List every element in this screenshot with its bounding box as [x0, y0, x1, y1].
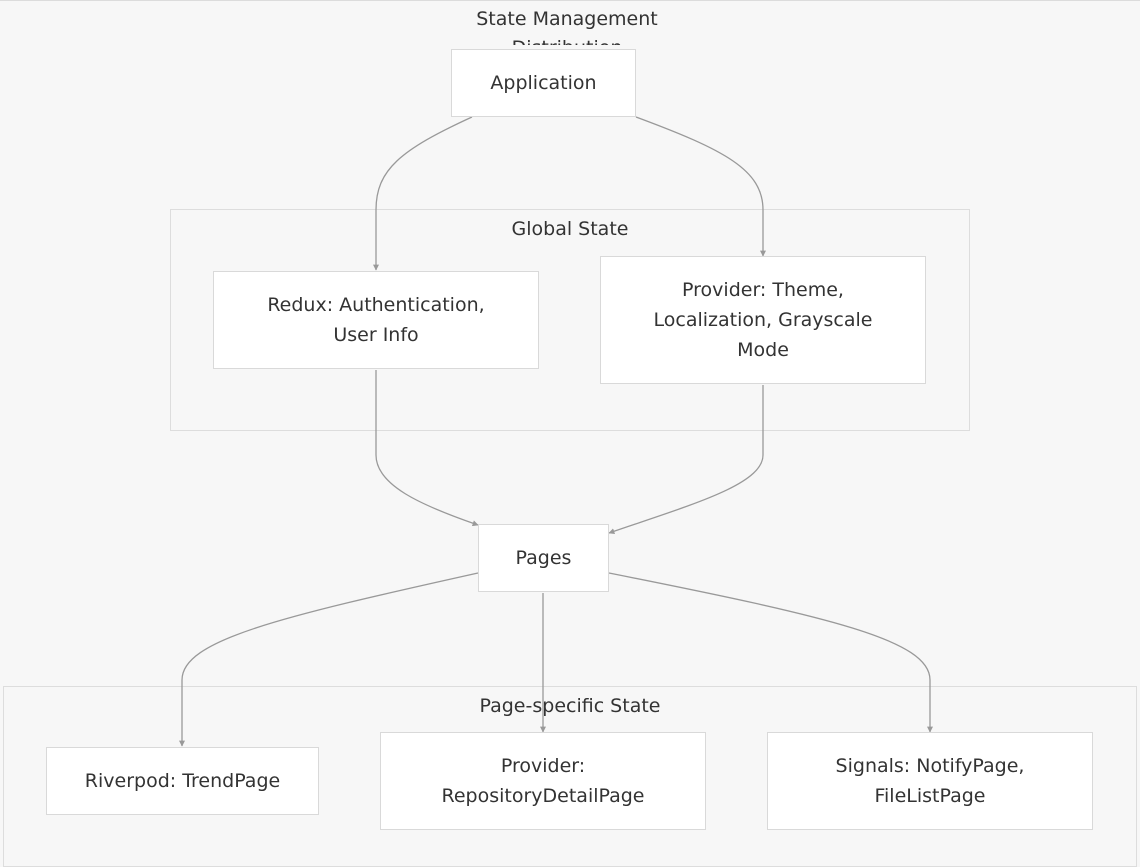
node-redux: Redux: Authentication, User Info: [213, 271, 539, 369]
edge-provider-theme-pages: [608, 385, 764, 535]
page-specific-state-label: Page-specific State: [479, 695, 661, 717]
edge-pages-signals: [608, 572, 933, 733]
edge-redux-pages: [375, 370, 479, 527]
node-pages: Pages: [478, 524, 609, 592]
node-application: Application: [451, 49, 636, 117]
node-riverpod: Riverpod: TrendPage: [46, 747, 319, 815]
edge-pages-riverpod: [179, 572, 479, 747]
node-provider-theme: Provider: Theme, Localization, Grayscale…: [600, 256, 926, 384]
global-state-label: Global State: [511, 218, 629, 240]
edge-application-provider-theme: [635, 116, 766, 257]
diagram-title: State Management Distribution: [476, 8, 658, 45]
top-border: [0, 0, 1140, 1]
edge-application-redux: [373, 116, 473, 271]
node-signals: Signals: NotifyPage, FileListPage: [767, 732, 1093, 830]
node-provider-repository: Provider: RepositoryDetailPage: [380, 732, 706, 830]
